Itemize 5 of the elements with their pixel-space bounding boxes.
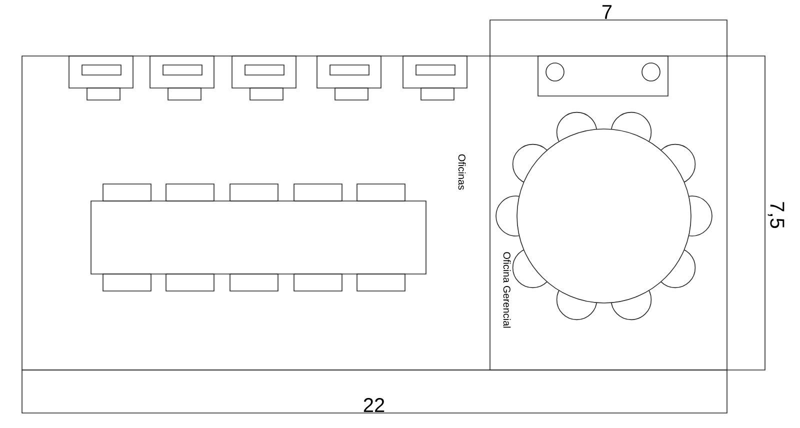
room-label: Oficinas	[458, 154, 466, 190]
dimension-label: 7,5	[768, 202, 784, 228]
dimension-label: 7	[602, 5, 612, 19]
dimension-label: 22	[364, 398, 384, 412]
room-label: Oficina Gerencial	[503, 252, 511, 328]
